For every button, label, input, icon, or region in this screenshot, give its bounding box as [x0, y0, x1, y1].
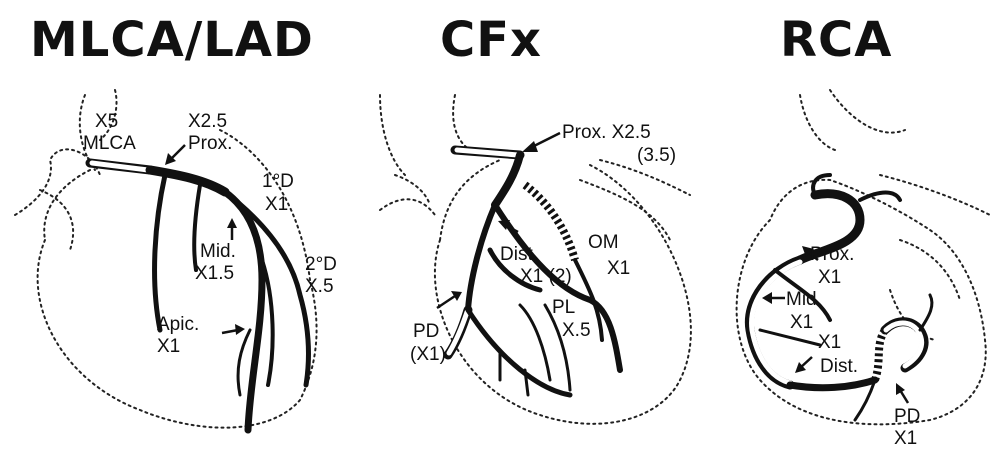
label-apic: Apic.: [157, 314, 199, 335]
rca-pd-hatched: [875, 330, 885, 380]
label-rca-dist: Dist.: [820, 356, 858, 377]
cfx-main: [468, 205, 495, 310]
label-rca-mid-mult: X1: [790, 312, 813, 333]
label-pl: PL: [552, 297, 575, 318]
label-rca-x1: X1: [818, 332, 841, 353]
label-cfx-dist: Dist.: [500, 244, 538, 265]
label-om: OM: [588, 232, 619, 253]
label-cfx-prox: Prox. X2.5: [562, 122, 651, 143]
panel-mlca-lad: MLCA/LAD X5 MLCA X2.5 Prox. 1°D X1 Mid. …: [15, 12, 337, 430]
label-prox: Prox.: [188, 133, 232, 154]
atria-outline-cfx: [380, 95, 690, 240]
label-cfx-prox-alt: (3.5): [637, 145, 676, 166]
label-d2: 2°D: [305, 254, 337, 275]
label-om-mult: X1: [607, 258, 630, 279]
panel-title-cfx: CFx: [440, 12, 542, 68]
heart-outline-lad: [38, 95, 317, 428]
label-pd-mult: (X1): [410, 344, 446, 365]
septal-branch-1: [155, 175, 165, 330]
label-mlca-mult: X5: [95, 111, 118, 132]
label-mid: Mid.: [200, 241, 236, 262]
label-d2-mult: X.5: [305, 276, 334, 297]
rca-conus: [860, 193, 900, 201]
label-mlca: MLCA: [83, 133, 136, 154]
atria-outline-rca: [800, 90, 990, 340]
rca-distal: [790, 380, 875, 388]
label-rca-pd-mult: X1: [894, 428, 917, 449]
label-rca-pd: PD: [894, 406, 920, 427]
label-pl-mult: X.5: [562, 320, 591, 341]
label-rca-mid: Mid.: [786, 289, 822, 310]
label-apic-mult: X1: [157, 336, 180, 357]
label-cfx-dist-mult: X1 (2): [520, 266, 572, 287]
rca-plb-branch: [920, 295, 932, 330]
arrow-pd: [437, 296, 455, 308]
label-mid-mult: X1.5: [195, 263, 234, 284]
label-pd: PD: [413, 321, 439, 342]
label-d1-mult: X1: [265, 194, 288, 215]
cfx-proximal: [495, 155, 520, 205]
label-rca-prox-mult: X1: [818, 267, 841, 288]
label-d1: 1°D: [262, 171, 294, 192]
label-rca-prox: Prox.: [810, 244, 854, 265]
label-prox-mult: X2.5: [188, 111, 227, 132]
panel-title-rca: RCA: [780, 12, 892, 68]
panel-title-mlca-lad: MLCA/LAD: [30, 12, 314, 68]
panel-cfx: CFx Prox. X2.5 (3.5) Dist. X1 (2) OM X1 …: [380, 12, 691, 424]
panel-rca: RCA Prox. X1 Mid. X1 X1 Dist. PD X1: [737, 12, 990, 449]
apical-branch: [238, 330, 250, 395]
